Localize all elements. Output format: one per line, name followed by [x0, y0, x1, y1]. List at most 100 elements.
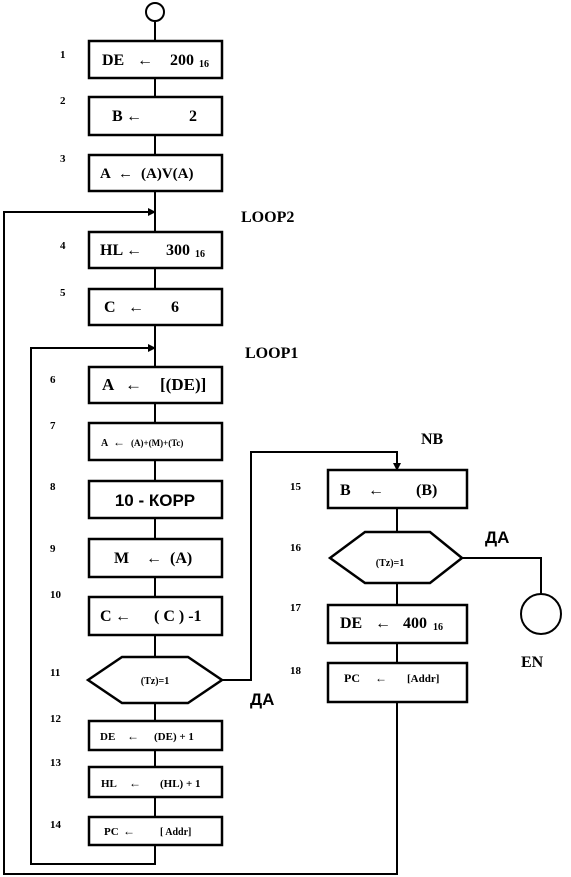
box-13-left: HL: [101, 778, 117, 790]
box-17: [326, 603, 469, 645]
box-14-right: [ Addr]: [160, 827, 191, 838]
box-15-left: B: [340, 482, 351, 499]
arrow-18: ←: [375, 671, 387, 685]
box-7: [87, 421, 224, 462]
box-3-right: (A)V(A): [141, 166, 193, 182]
box-10-left: C: [100, 608, 112, 625]
box-6-right: [(DE)]: [160, 375, 206, 394]
box-2-right: 2: [189, 108, 197, 125]
connector-lines: [3, 22, 542, 875]
step-num-11: 11: [50, 667, 60, 679]
box-3: [87, 153, 224, 193]
box-13-right: (HL) + 1: [160, 778, 201, 790]
box-7-right: (A)+(M)+(Tc): [131, 438, 183, 448]
box-4-left: HL: [100, 242, 123, 259]
box-18-left: PC: [344, 671, 360, 685]
arrow-2: ←: [126, 108, 142, 125]
box-5-right: 6: [171, 299, 179, 316]
end-terminal: [520, 593, 562, 635]
step-num-18: 18: [290, 665, 302, 677]
arrow-15: ←: [368, 482, 384, 499]
box-12-left: DE: [100, 731, 115, 743]
arrow-3: ←: [118, 166, 133, 182]
box-15-right: (B): [416, 482, 437, 499]
start-terminal: [145, 2, 165, 22]
box-4-right: 300: [166, 242, 190, 259]
box-6: [87, 365, 224, 405]
box-5: [87, 287, 224, 327]
box-15: [326, 468, 469, 510]
decision-11: [85, 655, 225, 705]
label-nb: NB: [421, 431, 444, 448]
arrow-1: ←: [137, 52, 153, 69]
step-num-13: 13: [50, 757, 62, 769]
step-num-1: 1: [60, 49, 66, 61]
label-yes-11: ДА: [250, 690, 274, 709]
arrow-4: ←: [126, 242, 142, 259]
cond-11: (Tz)=1: [141, 676, 169, 687]
box-1-left: DE: [102, 52, 124, 69]
box-18: [326, 661, 469, 704]
box-6-left: A: [102, 375, 115, 394]
box-1-sub: 16: [199, 59, 209, 70]
arrow-9: ←: [146, 550, 162, 567]
box-8-text: 10 - КОРР: [115, 491, 195, 510]
box-4-sub: 16: [195, 249, 205, 260]
box-contents: DE ← 200 16 B ← 2 A ← (A)V(A) HL ← 300 1…: [100, 52, 443, 838]
box-1-right: 200: [170, 52, 194, 69]
label-yes-16: ДА: [485, 528, 509, 547]
box-4: [87, 230, 224, 270]
box-7-left: A: [101, 438, 109, 449]
box-3-left: A: [100, 166, 111, 182]
step-num-9: 9: [50, 543, 56, 555]
box-13: [87, 765, 224, 799]
process-boxes: [87, 39, 469, 847]
step-num-6: 6: [50, 374, 56, 386]
step-num-14: 14: [50, 819, 62, 831]
step-num-5: 5: [60, 287, 66, 299]
arrow-6: ←: [125, 375, 142, 394]
box-5-left: C: [104, 299, 116, 316]
cond-16: (Tz)=1: [376, 558, 404, 569]
label-end: EN: [521, 654, 544, 671]
box-17-sub: 16: [433, 622, 443, 633]
decision-16: [327, 530, 465, 585]
box-12-right: (DE) + 1: [154, 731, 194, 743]
box-10: [87, 595, 224, 637]
box-2-left: B: [112, 108, 123, 125]
box-8: [87, 479, 224, 520]
box-14: [87, 815, 224, 847]
arrow-14: ←: [123, 824, 135, 838]
arrow-12: ←: [127, 729, 139, 743]
box-10-right: ( C ) -1: [154, 608, 202, 625]
step-num-10: 10: [50, 589, 62, 601]
label-loop1: LOOP1: [245, 345, 298, 362]
step-num-2: 2: [60, 95, 66, 107]
box-2: [87, 95, 224, 137]
step-num-12: 12: [50, 713, 62, 725]
arrow-10: ←: [115, 608, 131, 625]
arrow-17: ←: [375, 615, 391, 632]
box-18-right: [Addr]: [407, 673, 439, 685]
step-num-17: 17: [290, 602, 302, 614]
arrow-5: ←: [128, 299, 144, 316]
box-1: [87, 39, 224, 80]
step-num-15: 15: [290, 481, 302, 493]
box-17-left: DE: [340, 615, 362, 632]
box-12: [87, 719, 224, 752]
arrow-13: ←: [129, 776, 141, 790]
step-numbers: 1 2 3 4 5 6 7 8 9 10 11 12 13 14 15 16 1…: [50, 49, 302, 831]
arrow-7: ←: [113, 435, 125, 449]
step-num-8: 8: [50, 481, 56, 493]
box-14-left: PC: [104, 826, 119, 838]
box-17-right: 400: [403, 615, 427, 632]
box-9: [87, 537, 224, 579]
step-num-3: 3: [60, 153, 66, 165]
box-9-left: M: [114, 550, 129, 567]
step-num-7: 7: [50, 420, 56, 432]
step-num-16: 16: [290, 542, 302, 554]
box-9-right: (A): [170, 550, 192, 567]
label-loop2: LOOP2: [241, 209, 294, 226]
